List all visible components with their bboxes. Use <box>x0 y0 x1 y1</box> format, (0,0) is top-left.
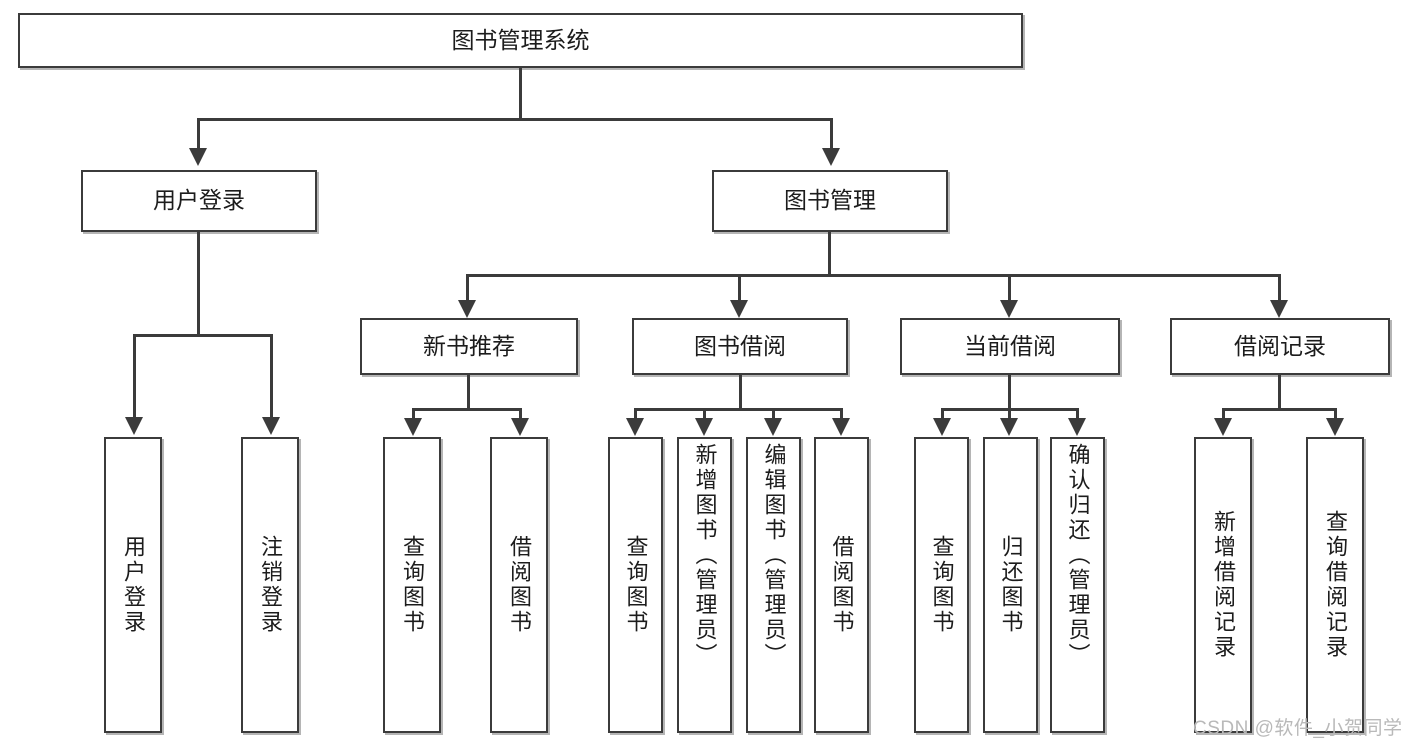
connector-book-borrow-drop-2 <box>703 408 706 420</box>
arrow-to-leaf-borrow-book-1 <box>511 418 529 436</box>
leaf-label: 借阅图书 <box>829 535 855 635</box>
connector-user-login-drop-2 <box>270 334 273 419</box>
arrow-to-leaf-return-book <box>1000 418 1018 436</box>
connector-book-borrow-drop-4 <box>840 408 843 420</box>
connector-new-book-drop-2 <box>519 408 522 420</box>
connector-book-mgmt-drop-3 <box>1008 274 1011 302</box>
arrow-to-leaf-borrow-book-2 <box>832 418 850 436</box>
leaf-label: 查询图书 <box>929 535 955 635</box>
node-label: 新书推荐 <box>423 332 515 359</box>
node-label: 图书借阅 <box>694 332 786 359</box>
node-label: 借阅记录 <box>1234 332 1326 359</box>
arrow-to-leaf-logout <box>262 417 280 435</box>
arrow-root-to-user-login <box>189 148 207 166</box>
arrow-to-leaf-edit-book <box>764 418 782 436</box>
node-root-system[interactable]: 图书管理系统 <box>18 13 1023 68</box>
leaf-add-borrow-record[interactable]: 新增借阅记录 <box>1194 437 1252 733</box>
connector-borrow-record-drop-2 <box>1334 408 1337 420</box>
arrow-root-to-book-mgmt <box>822 148 840 166</box>
connector-book-borrow-trunk <box>739 375 742 410</box>
connector-user-login-trunk <box>197 232 200 336</box>
arrow-to-current-borrow <box>1000 300 1018 318</box>
connector-current-borrow-drop-2 <box>1008 408 1011 420</box>
leaf-label: 新增图书（管理员） <box>692 443 718 668</box>
leaf-label: 查询图书 <box>623 535 649 635</box>
leaf-query-book-newbook[interactable]: 查询图书 <box>383 437 441 733</box>
leaf-add-book[interactable]: 新增图书（管理员） <box>677 437 732 733</box>
arrow-to-leaf-query-record <box>1326 418 1344 436</box>
leaf-label: 查询借阅记录 <box>1323 510 1348 660</box>
connector-current-borrow-drop-3 <box>1076 408 1079 420</box>
arrow-to-leaf-query-book-2 <box>626 418 644 436</box>
leaf-user-login[interactable]: 用户登录 <box>104 437 162 733</box>
leaf-borrow-book-borrow[interactable]: 借阅图书 <box>814 437 869 733</box>
node-label: 图书管理系统 <box>451 26 590 53</box>
leaf-label: 借阅图书 <box>507 535 532 635</box>
leaf-query-borrow-record[interactable]: 查询借阅记录 <box>1306 437 1364 733</box>
leaf-query-book-borrow[interactable]: 查询图书 <box>608 437 663 733</box>
leaf-borrow-book-newbook[interactable]: 借阅图书 <box>490 437 548 733</box>
node-user-login[interactable]: 用户登录 <box>81 170 317 232</box>
connector-new-book-bar <box>412 408 522 411</box>
connector-new-book-trunk <box>467 375 470 410</box>
arrow-to-new-book <box>458 300 476 318</box>
connector-book-mgmt-bar <box>466 274 1278 277</box>
leaf-label: 编辑图书（管理员） <box>761 443 787 668</box>
connector-book-mgmt-drop-4 <box>1278 274 1281 302</box>
connector-new-book-drop-1 <box>412 408 415 420</box>
leaf-edit-book[interactable]: 编辑图书（管理员） <box>746 437 801 733</box>
connector-book-mgmt-trunk <box>828 232 831 276</box>
leaf-label: 新增借阅记录 <box>1211 510 1236 660</box>
connector-root-bar <box>197 118 833 121</box>
connector-book-borrow-bar <box>634 408 842 411</box>
leaf-logout[interactable]: 注销登录 <box>241 437 299 733</box>
node-label: 用户登录 <box>153 187 245 214</box>
csdn-watermark: CSDN @软件_小贺同学 <box>1193 718 1403 739</box>
connector-root-to-user-login <box>197 118 200 150</box>
leaf-query-book-current[interactable]: 查询图书 <box>914 437 969 733</box>
node-borrow-record[interactable]: 借阅记录 <box>1170 318 1390 375</box>
node-label: 当前借阅 <box>964 332 1056 359</box>
connector-user-login-drop-1 <box>133 334 136 419</box>
node-current-borrow[interactable]: 当前借阅 <box>900 318 1120 375</box>
connector-book-borrow-drop-3 <box>772 408 775 420</box>
connector-book-mgmt-drop-2 <box>738 274 741 302</box>
arrow-to-leaf-add-book <box>695 418 713 436</box>
leaf-label: 用户登录 <box>121 535 146 635</box>
connector-borrow-record-bar <box>1222 408 1337 411</box>
node-book-borrow[interactable]: 图书借阅 <box>632 318 848 375</box>
arrow-to-leaf-query-book-3 <box>933 418 951 436</box>
node-book-management[interactable]: 图书管理 <box>712 170 948 232</box>
node-label: 图书管理 <box>784 187 876 214</box>
connector-borrow-record-trunk <box>1278 375 1281 410</box>
leaf-label: 归还图书 <box>998 535 1024 635</box>
leaf-label: 注销登录 <box>258 535 283 635</box>
connector-root-to-book-mgmt <box>830 118 833 150</box>
leaf-return-book[interactable]: 归还图书 <box>983 437 1038 733</box>
connector-current-borrow-drop-1 <box>941 408 944 420</box>
connector-book-borrow-drop-1 <box>634 408 637 420</box>
node-new-book-recommend[interactable]: 新书推荐 <box>360 318 578 375</box>
arrow-to-leaf-add-record <box>1214 418 1232 436</box>
arrow-to-leaf-confirm-return <box>1068 418 1086 436</box>
leaf-confirm-return[interactable]: 确认归还（管理员） <box>1050 437 1105 733</box>
leaf-label: 确认归还（管理员） <box>1065 443 1091 668</box>
connector-borrow-record-drop-1 <box>1222 408 1225 420</box>
arrow-to-borrow-record <box>1270 300 1288 318</box>
arrow-to-leaf-query-book-1 <box>404 418 422 436</box>
arrow-to-book-borrow <box>730 300 748 318</box>
arrow-to-leaf-user-login <box>125 417 143 435</box>
connector-root-trunk <box>519 68 522 120</box>
leaf-label: 查询图书 <box>400 535 425 635</box>
connector-current-borrow-trunk <box>1008 375 1011 410</box>
connector-user-login-bar <box>133 334 273 337</box>
connector-book-mgmt-drop-1 <box>466 274 469 302</box>
